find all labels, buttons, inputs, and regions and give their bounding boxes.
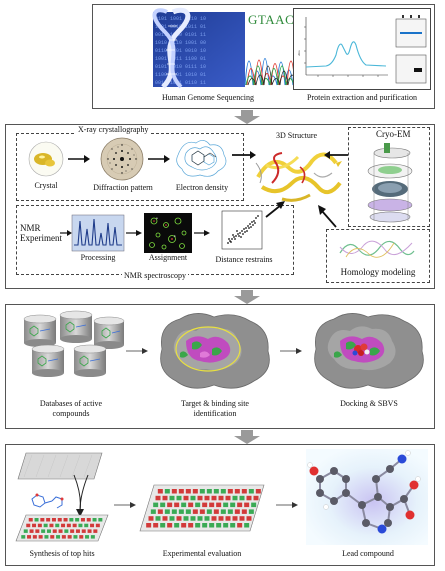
svg-text:0110 1101 0010 10: 0110 1101 0010 10 <box>155 48 206 54</box>
structure-label: 3D Structure <box>276 131 318 140</box>
distance-restrains-label: Distance restrains <box>215 255 273 264</box>
arrow-molecule-to-plate <box>73 474 89 517</box>
arrow-density-to-structure <box>232 151 256 159</box>
svg-text:Abs: Abs <box>297 50 301 56</box>
arrow-experiment-to-processing <box>60 230 72 236</box>
arrow-evaluation-to-lead <box>276 502 298 508</box>
svg-text:a: a <box>156 216 158 220</box>
small-molecule-image <box>31 493 64 509</box>
cryo-em-image <box>367 143 413 223</box>
homology-model-image <box>339 240 415 258</box>
glass-slide-image <box>17 452 103 480</box>
svg-text:0101 1001 0110 10: 0101 1001 0110 10 <box>155 16 206 22</box>
arrow-nmr-to-structure <box>265 201 285 218</box>
nmr-spectrum-image <box>71 214 125 252</box>
arrow-databases-to-target <box>126 348 148 354</box>
chromatography-plot: Abs <box>297 17 388 77</box>
synthesis-label: Synthesis of top hits <box>29 549 95 558</box>
lead-compound-image <box>306 449 428 545</box>
svg-text:1001 0011 1100 01: 1001 0011 1100 01 <box>155 56 206 62</box>
panel-virtual-screening: Databases of active compounds Target & b… <box>5 304 435 429</box>
crystal-image <box>28 141 64 177</box>
target-line1: Target & binding site <box>181 399 249 408</box>
homology-label: Homology modeling <box>340 267 416 277</box>
gel-image-2 <box>395 54 427 84</box>
target-protein-surface <box>160 313 270 389</box>
distance-restrains-scatter <box>221 210 263 250</box>
diffraction-pattern-image <box>100 137 144 181</box>
arrow-assignment-to-restrains <box>194 230 210 236</box>
xray-title: X-ray crystallography <box>76 125 151 134</box>
svg-text:0101 1010 0111 10: 0101 1010 0111 10 <box>155 64 206 70</box>
arrow-cryo-to-structure <box>324 151 348 159</box>
docking-protein-surface <box>314 313 424 389</box>
gel-image-1 <box>395 15 427 48</box>
flow-arrow-3 <box>234 430 260 444</box>
svg-text:b: b <box>174 234 176 238</box>
homology-box <box>326 229 430 283</box>
databases-line1: Databases of active <box>39 399 103 408</box>
synthesis-plate <box>15 514 109 542</box>
processing-label: Processing <box>80 253 116 262</box>
flow-arrow-2 <box>234 290 260 304</box>
svg-text:1100 0101 1010 01: 1100 0101 1010 01 <box>155 72 206 78</box>
nmr-experiment-line2: Experiment <box>20 233 62 243</box>
electron-density-label: Electron density <box>175 183 229 192</box>
diffraction-label: Diffraction pattern <box>93 183 153 192</box>
lead-compound-label: Lead compound <box>342 549 394 558</box>
database-cylinders-image <box>23 310 125 377</box>
evaluation-plate <box>139 484 265 532</box>
panel-synthesis-evaluation: Synthesis of top hits Experimental evalu… <box>5 444 435 566</box>
protein-purification-box: Abs <box>293 8 431 90</box>
panel-structure-determination: X-ray crystallography Crystal Diffractio… <box>5 124 435 289</box>
svg-text:1010 0110 1001 00: 1010 0110 1001 00 <box>155 40 206 46</box>
arrow-crystal-to-diffraction <box>68 155 90 163</box>
protein-extraction-label: Protein extraction and purification <box>307 93 417 102</box>
nmr-experiment-line1: NMR <box>20 223 41 233</box>
target-line2: identification <box>193 409 237 418</box>
cryo-em-box <box>348 127 430 227</box>
nmr-spectroscopy-title: NMR spectroscopy <box>122 271 188 280</box>
genome-sequencing-label: Human Genome Sequencing <box>162 93 254 102</box>
arrow-homology-to-structure <box>318 205 337 228</box>
electron-density-image <box>176 140 227 177</box>
arrow-diffraction-to-density <box>148 155 170 163</box>
docking-label: Docking & SBVS <box>340 399 398 408</box>
databases-line2: compounds <box>52 409 90 418</box>
assignment-label: Assignment <box>148 253 188 262</box>
flow-arrow-1 <box>234 110 260 124</box>
protein-3d-structure <box>255 152 342 202</box>
cryo-em-label: Cryo-EM <box>376 129 411 139</box>
svg-text:0011 1010 0101 11: 0011 1010 0101 11 <box>155 32 206 38</box>
assignment-image: ab <box>144 213 192 253</box>
arrow-synthesis-to-evaluation <box>114 502 136 508</box>
arrow-processing-to-assignment <box>126 230 142 236</box>
arrow-target-to-docking <box>280 348 302 354</box>
crystal-label: Crystal <box>34 181 58 190</box>
evaluation-label: Experimental evaluation <box>162 549 242 558</box>
svg-text:0011 1001 0110 11: 0011 1001 0110 11 <box>155 80 206 86</box>
